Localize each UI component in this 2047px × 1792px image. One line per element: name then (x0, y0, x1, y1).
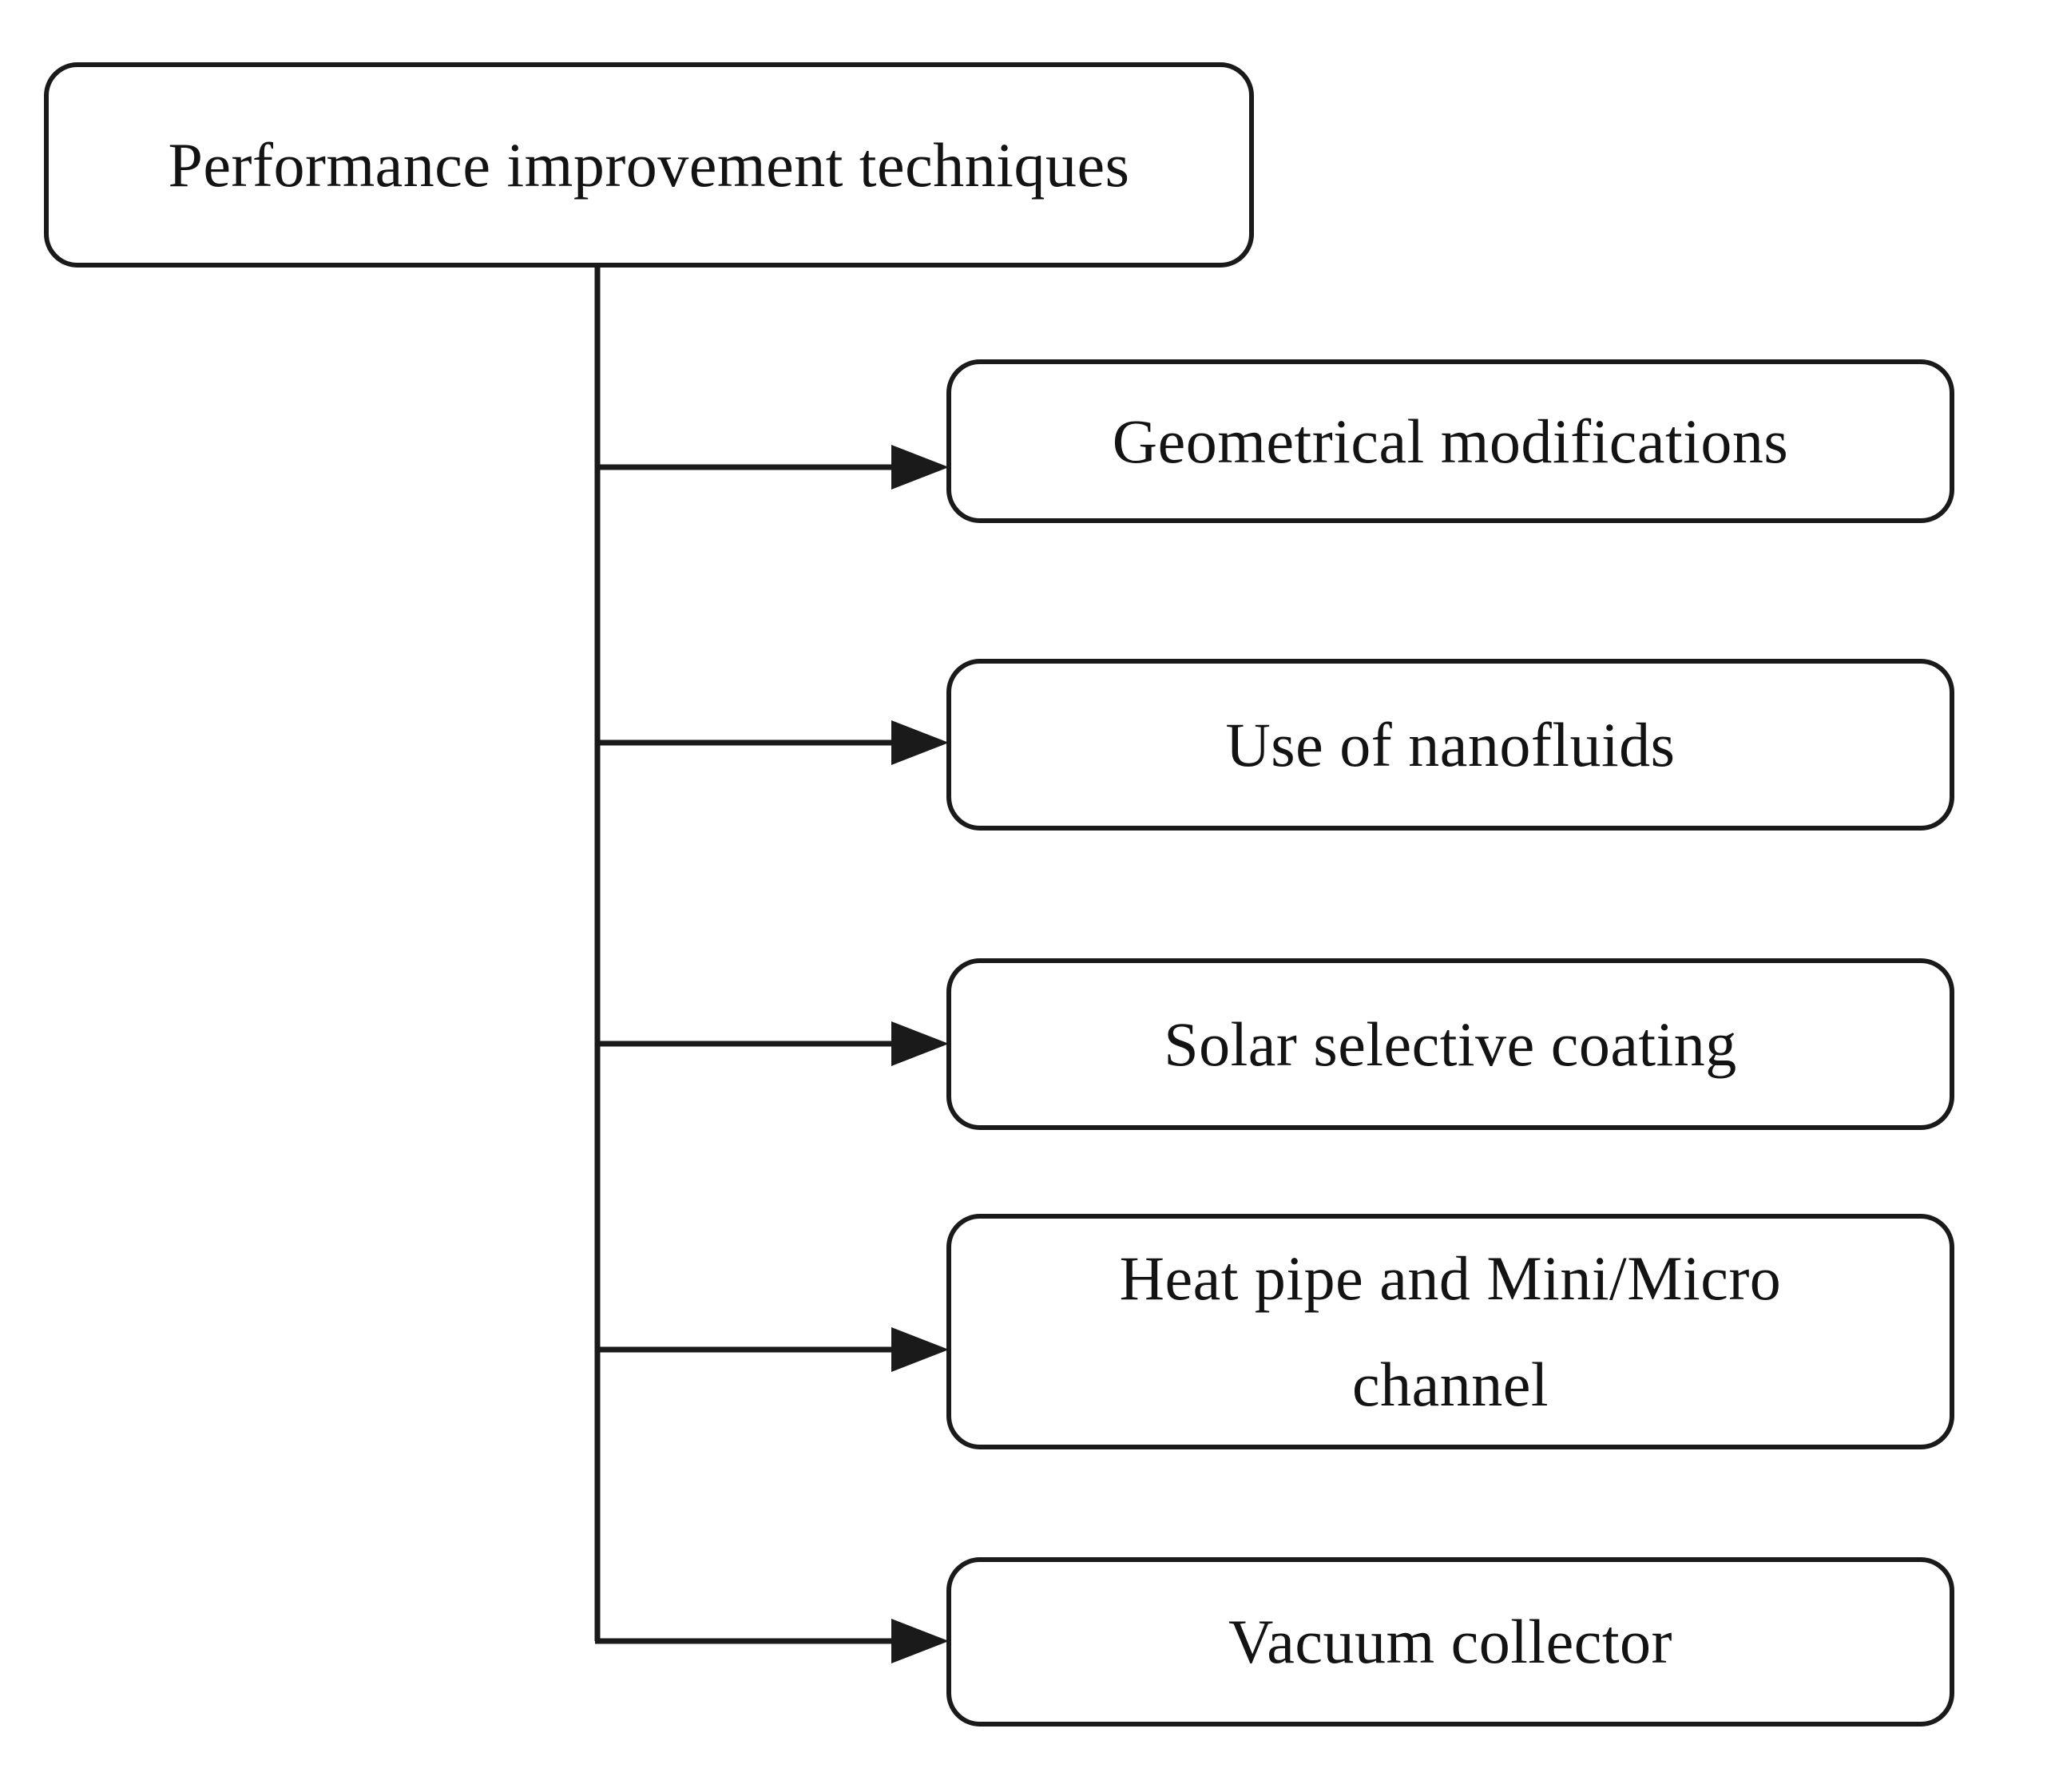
node-geometrical-modifications: Geometrical modifications (946, 359, 1954, 523)
arrowhead-2 (891, 720, 949, 765)
node-vacuum-collector: Vacuum collector (946, 1557, 1954, 1727)
arrowhead-3 (891, 1021, 949, 1066)
node-solar-selective-coating: Solar selective coating (946, 958, 1954, 1130)
node-use-of-nanofluids: Use of nanofluids (946, 659, 1954, 831)
node-heat-pipe-mini-micro-channel: Heat pipe and Mini/Micro channel (946, 1214, 1954, 1449)
node-child-label: Solar selective coating (1164, 1009, 1737, 1079)
arrowhead-1 (891, 445, 949, 490)
node-performance-improvement-techniques: Performance improvement techniques (44, 62, 1254, 268)
node-child-label: Vacuum collector (1228, 1607, 1672, 1677)
arrowhead-4 (891, 1327, 949, 1372)
arrowhead-5 (891, 1619, 949, 1663)
node-root-label: Performance improvement techniques (168, 129, 1130, 200)
node-child-label: Geometrical modifications (1112, 406, 1789, 476)
node-child-label: Use of nanofluids (1225, 709, 1676, 779)
node-child-label: Heat pipe and Mini/Micro channel (1119, 1243, 1782, 1419)
